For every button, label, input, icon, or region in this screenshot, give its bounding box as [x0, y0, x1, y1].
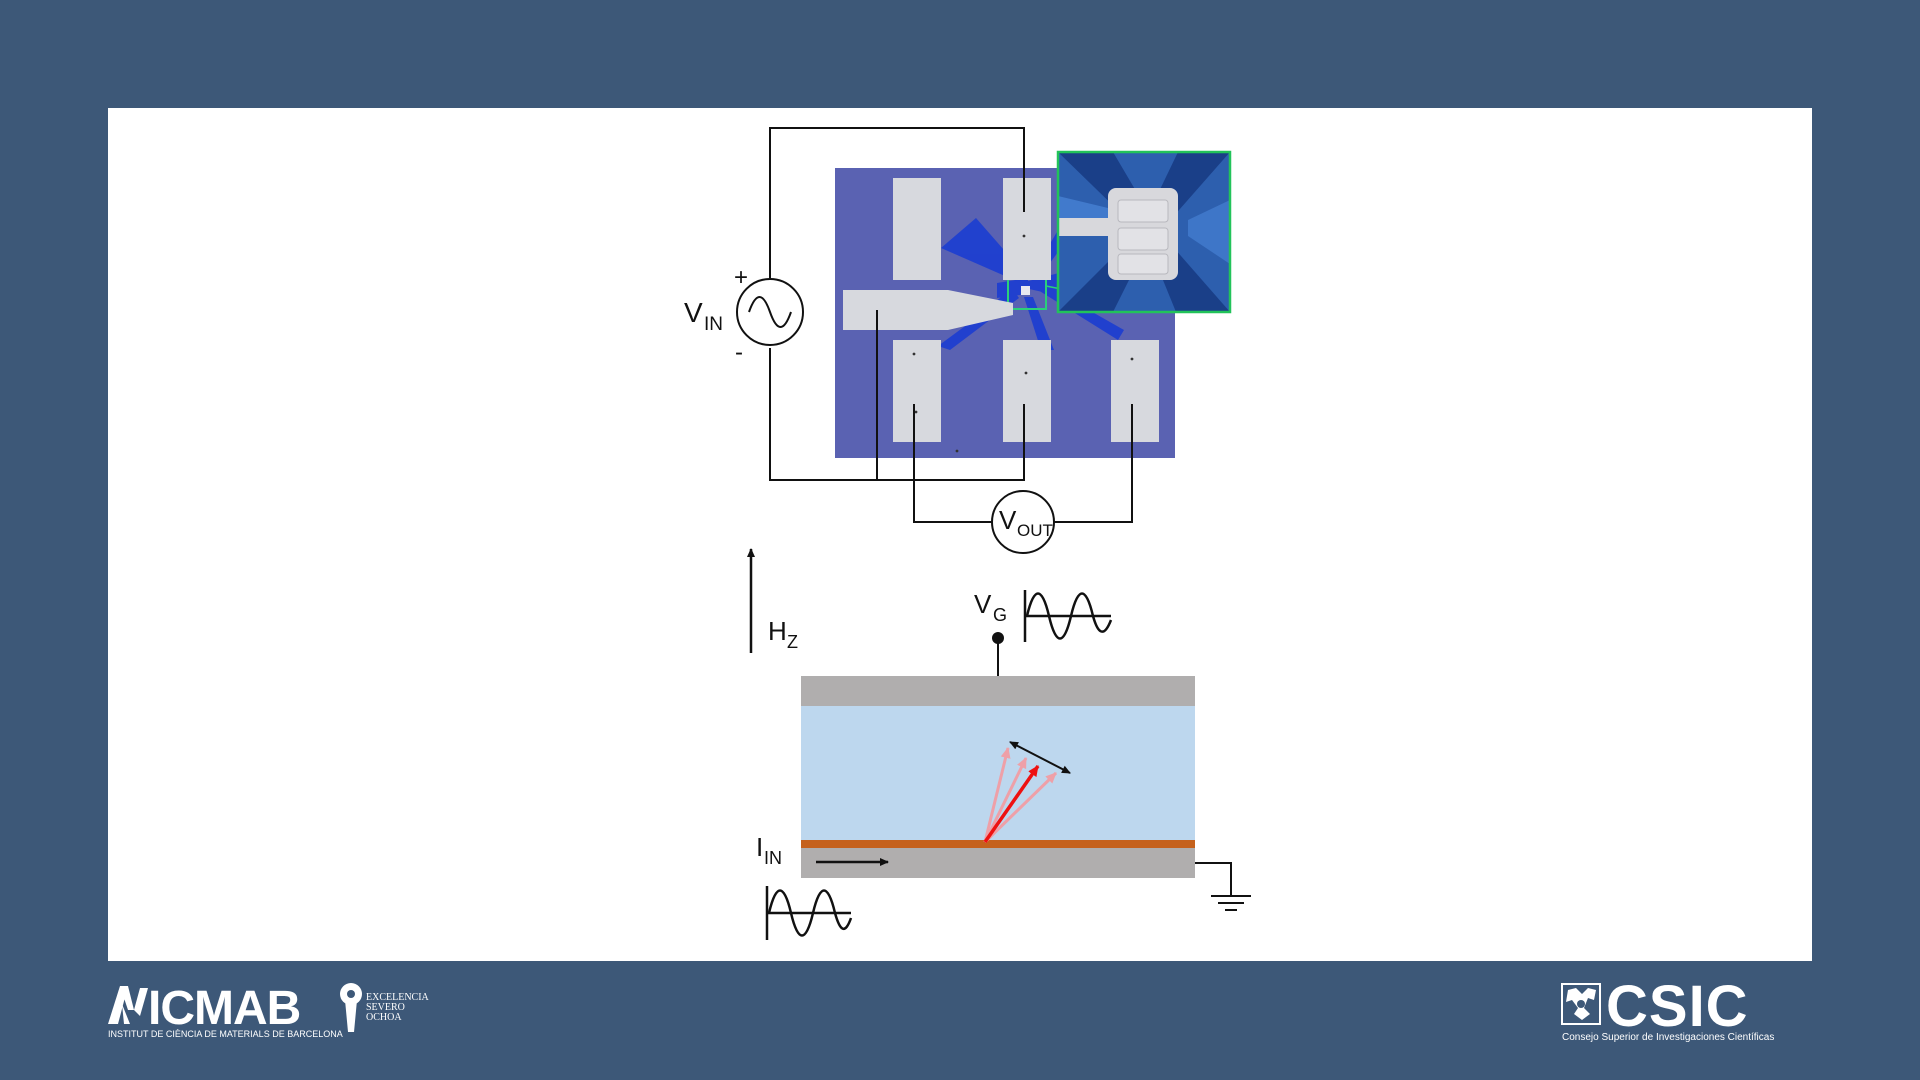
magnetization-arrows: [983, 741, 1071, 844]
gate-electrode-layer: [801, 676, 1195, 706]
vg-label-main: V: [974, 589, 992, 619]
icmab-wordmark: ICMAB: [148, 982, 300, 1035]
layer-stack: [801, 676, 1195, 878]
pad-top-right: [1003, 178, 1051, 280]
hz-label-main: H: [768, 616, 787, 646]
pad-top-left: [893, 178, 941, 280]
vg-label-sub: G: [993, 605, 1007, 625]
icmab-emblem-icon: [108, 986, 148, 1024]
ground-symbol: [1195, 862, 1251, 911]
pad-bottom-middle: [1003, 340, 1051, 442]
hall-cross-center: [1021, 286, 1030, 295]
pad-bottom-left: [893, 340, 941, 442]
gate-terminal: [992, 632, 1004, 644]
iin-label-main: I: [756, 832, 763, 862]
icmab-badge-line-1: EXCELENCIA: [366, 992, 430, 1003]
vin-label-main: V: [684, 297, 703, 328]
csic-subtitle: Consejo Superior de Investigaciones Cien…: [1562, 1032, 1774, 1043]
interface-layer: [801, 840, 1195, 848]
keyhole-icon: [340, 983, 362, 1032]
micrograph-inset: [1056, 150, 1232, 314]
csic-logo: CSIC Consejo Superior de Investigaciones…: [1560, 978, 1814, 1044]
ac-voltage-source: [736, 278, 804, 346]
iin-label-sub: IN: [764, 848, 782, 868]
voltmeter: [991, 490, 1055, 554]
vin-label-sub: IN: [704, 314, 723, 335]
dielectric-layer: [801, 706, 1195, 840]
current-ac-waveform: [765, 886, 853, 940]
pad-bottom-right: [1111, 340, 1159, 442]
icmab-badge-line-3: OCHOA: [366, 1012, 402, 1023]
source-minus-sign: -: [735, 339, 743, 366]
icmab-badge-line-2: SEVERO: [366, 1002, 405, 1013]
icmab-subtitle: INSTITUT DE CIÈNCIA DE MATERIALS DE BARC…: [108, 1029, 343, 1039]
device-diagram: + - V IN V OUT H Z V G I IN: [684, 127, 1251, 940]
vout-label-sub: OUT: [1017, 521, 1053, 540]
csic-wordmark: CSIC: [1606, 978, 1749, 1039]
gate-ac-waveform: [1023, 590, 1113, 642]
contact-dots: [912, 234, 1134, 453]
vout-label-main: V: [999, 505, 1017, 535]
csic-crest-icon: [1561, 983, 1601, 1025]
circuit-wires: [769, 127, 1133, 523]
pad-left-lead: [843, 290, 1013, 330]
source-plus-sign: +: [734, 264, 748, 291]
hz-label-sub: Z: [787, 632, 798, 652]
slide-panel: + - V IN V OUT H Z V G I IN: [108, 108, 1812, 961]
icmab-logo: ICMAB EXCELENCIA SEVERO OCHOA INSTITUT D…: [108, 980, 448, 1040]
